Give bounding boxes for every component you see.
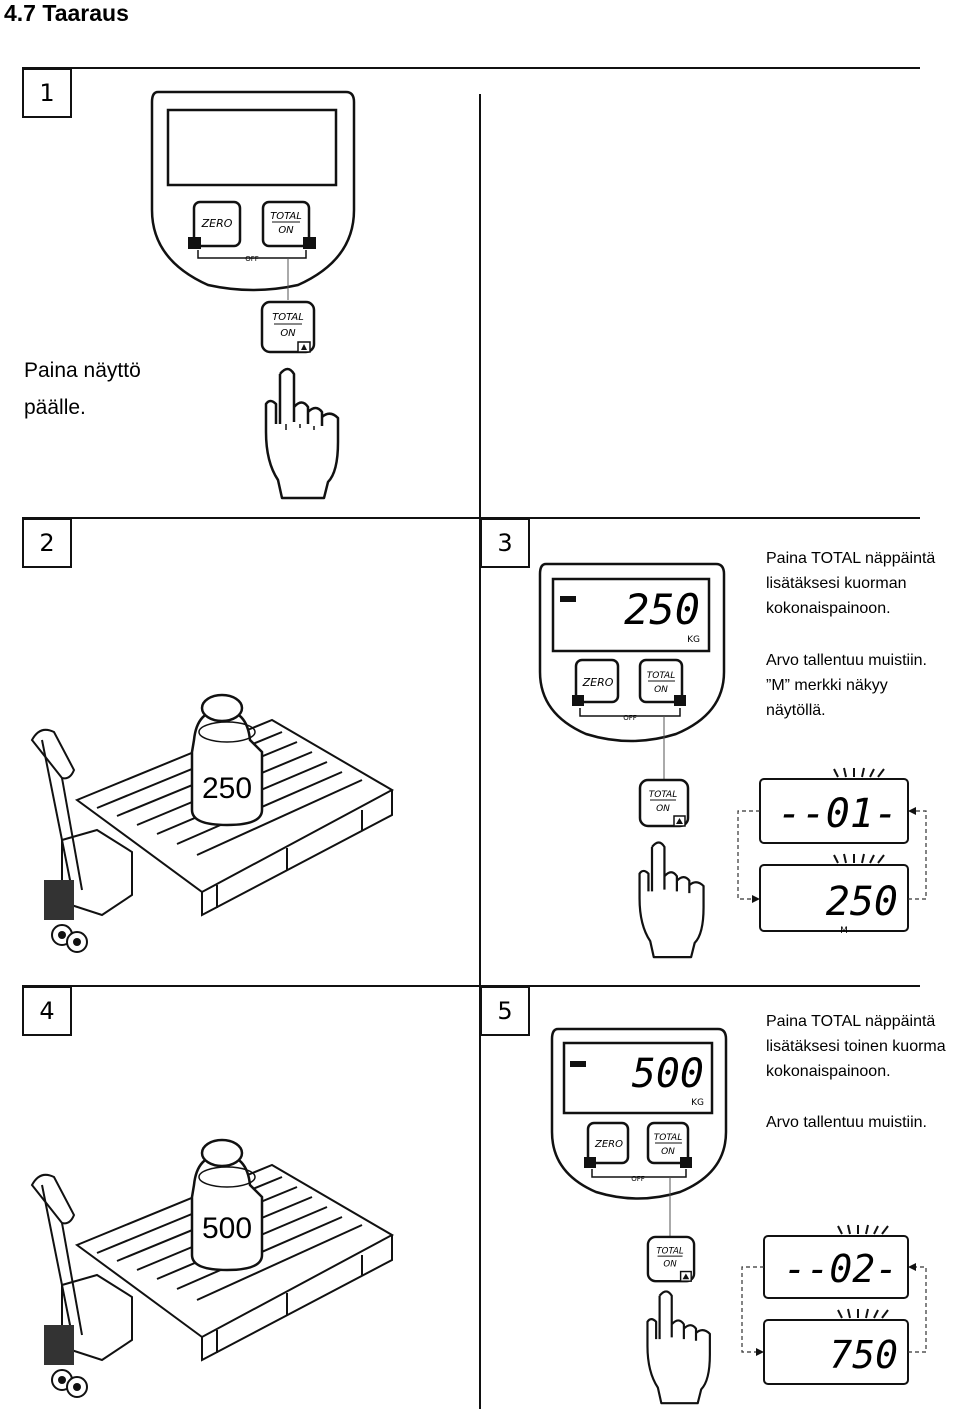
- divider-top: [22, 67, 920, 69]
- on-button-label: ON: [278, 225, 294, 236]
- page-title: 4.7 Taaraus: [4, 0, 129, 26]
- step-5-instruction: Paina TOTAL näppäintä lisätäksesi toinen…: [766, 1013, 946, 1080]
- memory-marker-step3: M: [840, 926, 848, 936]
- step-1-number: 1: [22, 68, 72, 118]
- off-label-step5: OFF: [631, 1175, 645, 1183]
- on-key-label: ON: [663, 1260, 677, 1270]
- off-label: OFF: [245, 255, 259, 263]
- pallet-truck-with-weight-step4: 500: [30, 1138, 395, 1398]
- on-button-label-step3: ON: [654, 685, 668, 695]
- total-button-label-step5: TOTAL: [654, 1133, 682, 1143]
- total-key-label: TOTAL: [656, 1246, 683, 1256]
- lcd-unit-step3: KG: [687, 635, 700, 645]
- weight-label-step4: 500: [202, 1212, 252, 1245]
- on-key-label: ON: [280, 328, 296, 339]
- zero-button-label-step5: ZERO: [594, 1139, 623, 1150]
- step-1-instruction: Paina näyttö päälle.: [24, 359, 141, 419]
- memory-total-step5: 750: [829, 1333, 898, 1377]
- weight-label-step2: 250: [202, 772, 252, 805]
- pointing-hand-icon-step3: [638, 841, 705, 959]
- scale-panel-step1: ZERO TOTAL ON OFF: [150, 90, 356, 300]
- memory-displays-step5: --02- 750: [741, 1224, 927, 1385]
- off-label-step3: OFF: [623, 714, 637, 722]
- pointing-hand-icon: [264, 367, 340, 500]
- total-button-label: TOTAL: [270, 211, 302, 222]
- divider-vertical: [479, 94, 481, 1409]
- total-key-step1[interactable]: TOTAL ON: [260, 300, 316, 356]
- step-3-number: 3: [480, 518, 530, 568]
- zero-button-label: ZERO: [201, 217, 233, 230]
- lcd-unit-step5: KG: [691, 1098, 704, 1108]
- divider-lower: [22, 985, 920, 987]
- lcd-value-step3: 250: [624, 585, 700, 634]
- step-2-number: 2: [22, 518, 72, 568]
- divider-middle: [22, 517, 920, 519]
- step-4-number: 4: [22, 986, 72, 1036]
- total-key-label: TOTAL: [649, 790, 677, 800]
- pallet-truck-with-weight-step2: 250: [30, 693, 395, 953]
- memory-index-step5: --02-: [784, 1247, 898, 1291]
- total-key-step3[interactable]: TOTAL ON: [638, 778, 690, 830]
- scale-panel-step5: 500 KG ZERO TOTAL ON OFF: [550, 1027, 728, 1239]
- step-5-note: Arvo tallentuu muistiin.: [766, 1114, 927, 1131]
- on-key-label: ON: [656, 804, 670, 814]
- scale-panel-step3: 250 KG ZERO TOTAL ON OFF: [538, 562, 726, 780]
- step-3-instruction: Paina TOTAL näppäintä lisätäksesi kuorma…: [766, 550, 936, 617]
- total-key-step5[interactable]: TOTAL ON: [646, 1235, 696, 1285]
- total-button-label-step3: TOTAL: [647, 671, 675, 681]
- zero-button-label-step3: ZERO: [582, 676, 614, 689]
- step-3-note: Arvo tallentuu muistiin. ”M” merkki näky…: [766, 652, 927, 719]
- memory-index-step3: --01-: [778, 791, 898, 837]
- pointing-hand-icon-step5: [646, 1290, 711, 1405]
- step-5-number: 5: [480, 986, 530, 1036]
- memory-displays-step3: --01- 250 M: [737, 767, 927, 936]
- on-button-label-step5: ON: [661, 1147, 675, 1157]
- memory-total-step3: 250: [826, 879, 898, 925]
- lcd-value-step5: 500: [632, 1051, 704, 1097]
- total-key-label: TOTAL: [272, 312, 304, 323]
